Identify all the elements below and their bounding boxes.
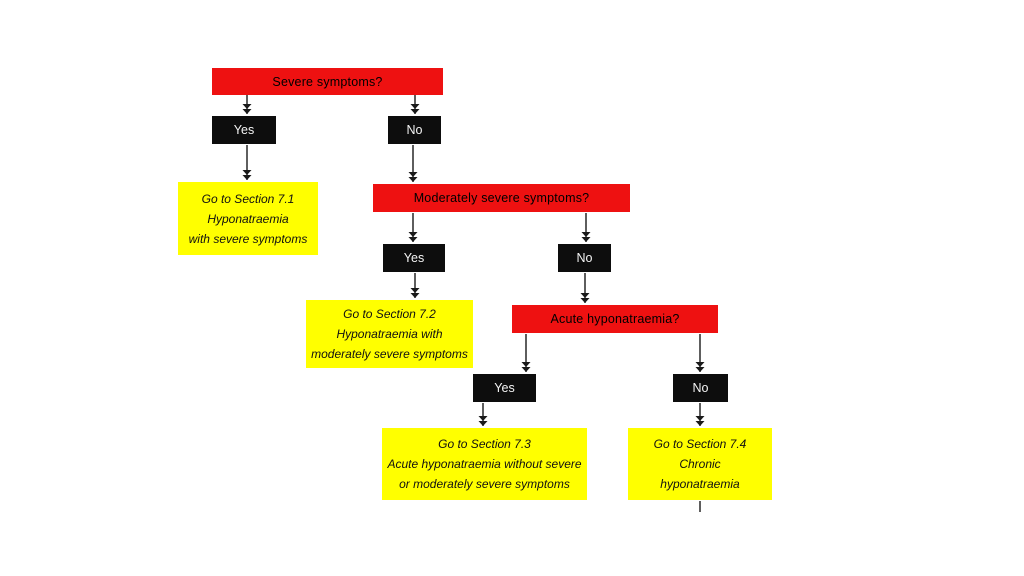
- answer-moderate-yes-label: Yes: [403, 251, 425, 265]
- answer-acute-yes-label: Yes: [494, 381, 515, 395]
- answer-severe-yes: Yes: [212, 116, 276, 144]
- decision-acute-hyponatraemia-label: Acute hyponatraemia?: [550, 312, 680, 326]
- answer-severe-no: No: [388, 116, 441, 144]
- outcome-section-7-2-line-2: Hyponatraemia with: [336, 327, 443, 341]
- answer-acute-yes: Yes: [473, 374, 536, 402]
- outcome-section-7-3: Go to Section 7.3 Acute hyponatraemia wi…: [382, 428, 587, 500]
- answer-severe-no-label: No: [406, 123, 423, 137]
- outcome-section-7-4-line-1: Go to Section 7.4: [653, 437, 747, 451]
- outcome-section-7-1-line-1: Go to Section 7.1: [201, 191, 295, 206]
- outcome-section-7-2-line-1: Go to Section 7.2: [343, 307, 436, 321]
- decision-moderately-severe-symptoms-label: Moderately severe symptoms?: [413, 191, 590, 205]
- decision-moderately-severe-symptoms: Moderately severe symptoms?: [373, 184, 630, 212]
- outcome-section-7-3-line-3: or moderately severe symptoms: [399, 477, 570, 491]
- decision-severe-symptoms-label: Severe symptoms?: [272, 74, 383, 89]
- outcome-section-7-1: Go to Section 7.1 Hyponatraemia with sev…: [178, 182, 318, 255]
- outcome-section-7-2: Go to Section 7.2 Hyponatraemia with mod…: [306, 300, 473, 368]
- answer-moderate-yes: Yes: [383, 244, 445, 272]
- outcome-section-7-4-line-3: hyponatraemia: [660, 477, 740, 491]
- answer-moderate-no-label: No: [576, 251, 593, 265]
- outcome-section-7-3-line-1: Go to Section 7.3: [438, 437, 531, 451]
- outcome-section-7-1-line-2: Hyponatraemia: [207, 211, 289, 226]
- outcome-section-7-2-line-3: moderately severe symptoms: [311, 347, 468, 361]
- outcome-section-7-1-line-3: with severe symptoms: [188, 231, 308, 246]
- outcome-section-7-3-line-2: Acute hyponatraemia without severe: [387, 457, 582, 471]
- outcome-section-7-4: Go to Section 7.4 Chronic hyponatraemia: [628, 428, 772, 500]
- answer-moderate-no: No: [558, 244, 611, 272]
- decision-severe-symptoms: Severe symptoms?: [212, 68, 443, 95]
- answer-severe-yes-label: Yes: [233, 123, 255, 137]
- decision-acute-hyponatraemia: Acute hyponatraemia?: [512, 305, 718, 333]
- outcome-section-7-4-line-2: Chronic: [679, 457, 721, 471]
- answer-acute-no: No: [673, 374, 728, 402]
- answer-acute-no-label: No: [692, 381, 709, 395]
